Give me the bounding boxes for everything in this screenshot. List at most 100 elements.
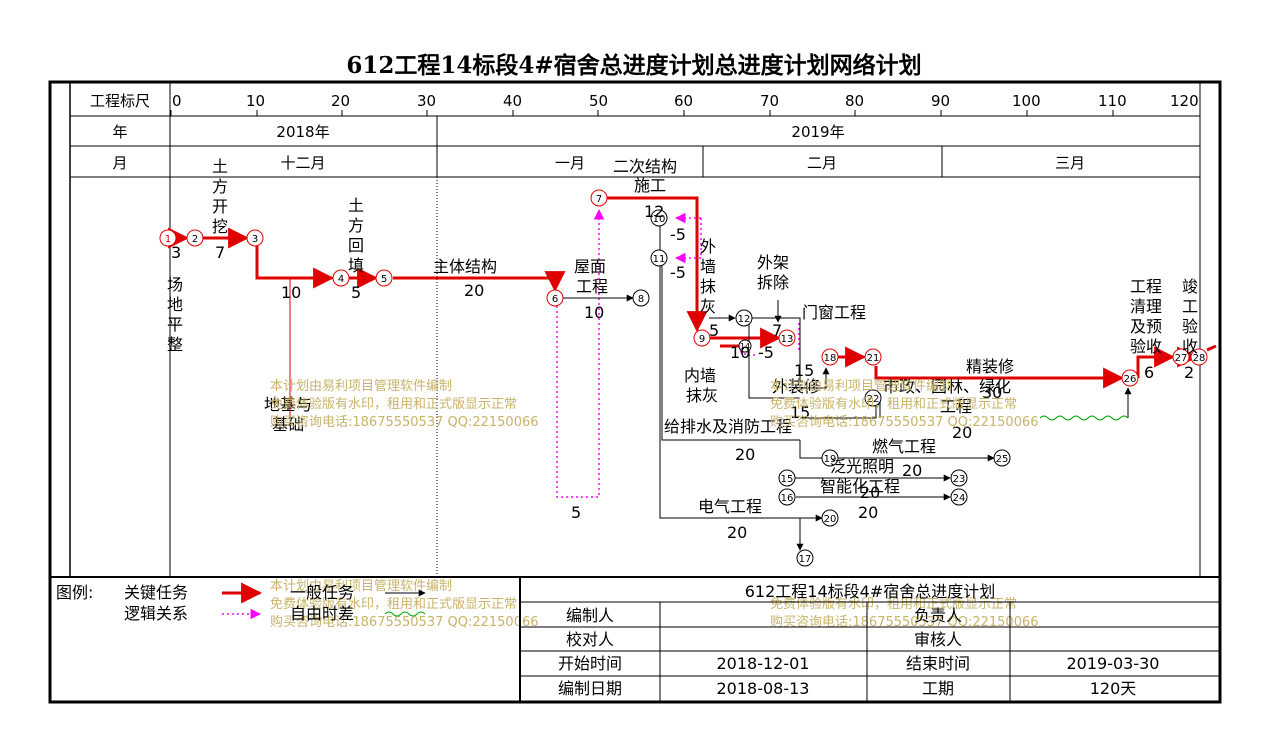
svg-text:门窗工程: 门窗工程 [802,303,866,322]
tick: 30 [417,92,436,110]
svg-text:土: 土 [212,157,228,176]
svg-text:25: 25 [996,454,1009,465]
svg-text:清理: 清理 [1130,297,1162,316]
tick: 120 [1170,92,1199,110]
svg-text:给排水及消防工程: 给排水及消防工程 [664,417,792,436]
svg-text:购买咨询电话:18675550537 QQ:22150066: 购买咨询电话:18675550537 QQ:22150066 [770,414,1039,430]
info-project: 612工程14标段4#宿舍总进度计划 [745,582,996,601]
svg-text:12: 12 [738,314,751,325]
node-10: 10 [650,209,668,227]
svg-text:2018-12-01: 2018-12-01 [717,654,810,673]
node-6: 6 [546,289,564,307]
node-25: 25 [993,449,1011,467]
svg-text:整: 整 [167,335,183,354]
nodes: 1 2 3 4 5 6 7 8 9 10 11 12 13 14 15 16 1… [159,189,1208,567]
tick: 80 [845,92,864,110]
svg-text:收: 收 [1182,337,1198,356]
node-13: 13 [778,329,796,347]
svg-text:7: 7 [772,321,782,340]
svg-text:8: 8 [638,294,644,305]
node-2: 2 [186,229,204,247]
svg-text:本计划由易利项目管理软件编制: 本计划由易利项目管理软件编制 [270,379,452,394]
svg-text:施工: 施工 [634,176,666,195]
svg-text:竣: 竣 [1182,277,1198,296]
svg-text:内墙: 内墙 [684,366,716,385]
svg-text:10: 10 [730,343,750,362]
svg-text:验: 验 [1182,317,1198,336]
svg-text:屋面: 屋面 [574,257,606,276]
svg-text:结束时间: 结束时间 [906,654,970,673]
svg-text:开: 开 [212,197,228,216]
node-27: 27 [1172,348,1190,366]
svg-text:回: 回 [348,236,364,255]
svg-text:20: 20 [727,523,747,542]
svg-text:方: 方 [348,216,364,235]
svg-text:校对人: 校对人 [566,630,614,649]
node-26: 26 [1121,369,1139,387]
svg-text:抹灰: 抹灰 [686,386,718,405]
node-7: 7 [590,189,608,207]
tick: 60 [674,92,693,110]
tick: 0 [172,92,182,110]
tick: 110 [1098,92,1127,110]
svg-text:17: 17 [799,554,812,565]
legend-logic: 逻辑关系 [124,604,188,623]
svg-text:13: 13 [781,334,794,345]
svg-text:编制日期: 编制日期 [558,679,622,698]
year-2018: 2018年 [276,123,329,141]
svg-text:审核人: 审核人 [914,630,962,649]
node-12: 12 [735,309,753,327]
svg-text:基础: 基础 [272,415,304,434]
svg-text:24: 24 [953,493,966,504]
svg-text:工程: 工程 [1130,277,1162,296]
svg-text:15: 15 [790,403,810,422]
svg-text:土: 土 [348,196,364,215]
svg-text:10: 10 [281,283,301,302]
svg-text:地: 地 [167,295,183,314]
svg-text:10: 10 [584,303,604,322]
svg-text:免费体验版有水印，租用和正式版显示正常: 免费体验版有水印，租用和正式版显示正常 [770,396,1017,412]
watermark: 本计划由易利项目管理软件编制 免费体验版有水印，租用和正式版显示正常 购买咨询电… [270,379,1039,630]
svg-text:墙: 墙 [700,257,716,276]
svg-text:12: 12 [644,202,664,221]
svg-text:23: 23 [953,474,966,485]
node-21: 21 [864,348,882,366]
node-5: 5 [375,269,393,287]
svg-text:5: 5 [351,283,361,302]
svg-text:本计划由易利项目管理软件编制: 本计划由易利项目管理软件编制 [270,579,452,594]
legend-normal: 一般任务 [290,583,354,602]
svg-text:市政、园林、绿化: 市政、园林、绿化 [883,377,1011,396]
svg-text:灰: 灰 [700,297,716,316]
svg-text:20: 20 [858,503,878,522]
info-table: 612工程14标段4#宿舍总进度计划 编制人 负责人 校对人 审核人 开始时间 … [519,577,1220,702]
svg-text:11: 11 [653,254,666,265]
svg-text:2019-03-30: 2019-03-30 [1067,654,1160,673]
svg-text:20: 20 [464,281,484,300]
svg-text:主体结构: 主体结构 [433,257,497,276]
scale-label: 工程标尺 [90,92,150,110]
svg-text:5: 5 [709,321,719,340]
svg-text:编制人: 编制人 [566,606,614,625]
legend-label: 图例: [56,583,93,602]
svg-text:免费体验版有水印，租用和正式版显示正常: 免费体验版有水印，租用和正式版显示正常 [770,596,1017,612]
svg-text:2018-08-13: 2018-08-13 [717,679,810,698]
node-19: 19 [821,449,839,467]
svg-text:购买咨询电话:18675550537 QQ:22150066: 购买咨询电话:18675550537 QQ:22150066 [270,414,539,430]
node-15: 15 [778,469,796,487]
svg-text:2: 2 [192,234,198,245]
svg-text:30: 30 [982,383,1002,402]
year-label: 年 [112,123,127,141]
svg-text:20: 20 [902,461,922,480]
critical-path [168,196,1217,389]
svg-text:地基与: 地基与 [264,395,312,414]
svg-text:购买咨询电话:18675550537 QQ:22150066: 购买咨询电话:18675550537 QQ:22150066 [770,614,1039,630]
svg-text:-5: -5 [758,343,774,362]
node-23: 23 [950,469,968,487]
svg-text:3: 3 [252,234,258,245]
svg-text:14: 14 [740,342,750,351]
svg-text:-5: -5 [670,263,686,282]
svg-text:6: 6 [552,294,558,305]
svg-text:9: 9 [699,334,705,345]
svg-text:开始时间: 开始时间 [558,654,622,673]
